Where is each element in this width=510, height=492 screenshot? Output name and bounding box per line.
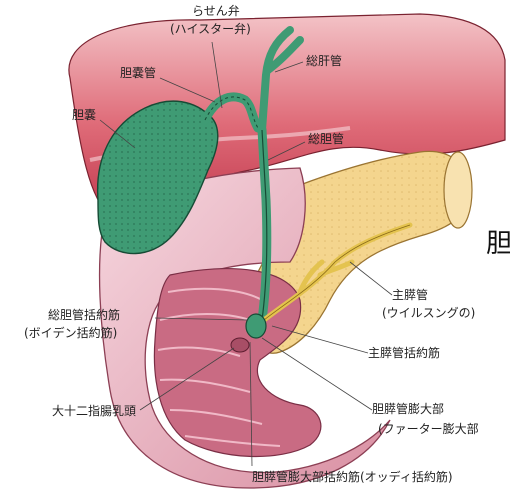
label-common-bile-duct: 総胆管 bbox=[308, 132, 344, 146]
ampulla bbox=[246, 314, 266, 338]
papilla bbox=[231, 338, 249, 352]
label-heister-valve: (ハイスター弁) bbox=[170, 22, 251, 36]
label-ampulla: 胆膵管膨大部 bbox=[372, 402, 444, 416]
label-spiral-valve: らせん弁 bbox=[192, 4, 240, 18]
label-boyden-sphincter: (ボイデン括約筋) bbox=[24, 326, 117, 340]
label-main-pancreatic-duct: 主膵管 bbox=[392, 288, 428, 302]
label-cystic-duct: 胆嚢管 bbox=[120, 66, 156, 80]
label-wirsung: (ウイルスングの) bbox=[382, 306, 475, 320]
label-pd-sphincter: 主膵管括約筋 bbox=[368, 346, 440, 360]
label-hepatic-duct: 総肝管 bbox=[306, 54, 342, 68]
label-cbd-sphincter: 総胆管括約筋 bbox=[48, 308, 120, 322]
label-gallbladder: 胆嚢 bbox=[72, 108, 96, 122]
pancreas-tail bbox=[444, 152, 472, 228]
label-ampulla-sphincter: 胆膵管膨大部括約筋(オッディ括約筋) bbox=[252, 470, 453, 484]
label-papilla: 大十二指腸乳頭 bbox=[52, 404, 136, 418]
cut-off-title: 胆 bbox=[486, 230, 510, 258]
label-vater: (ファーター膨大部 bbox=[378, 422, 479, 436]
